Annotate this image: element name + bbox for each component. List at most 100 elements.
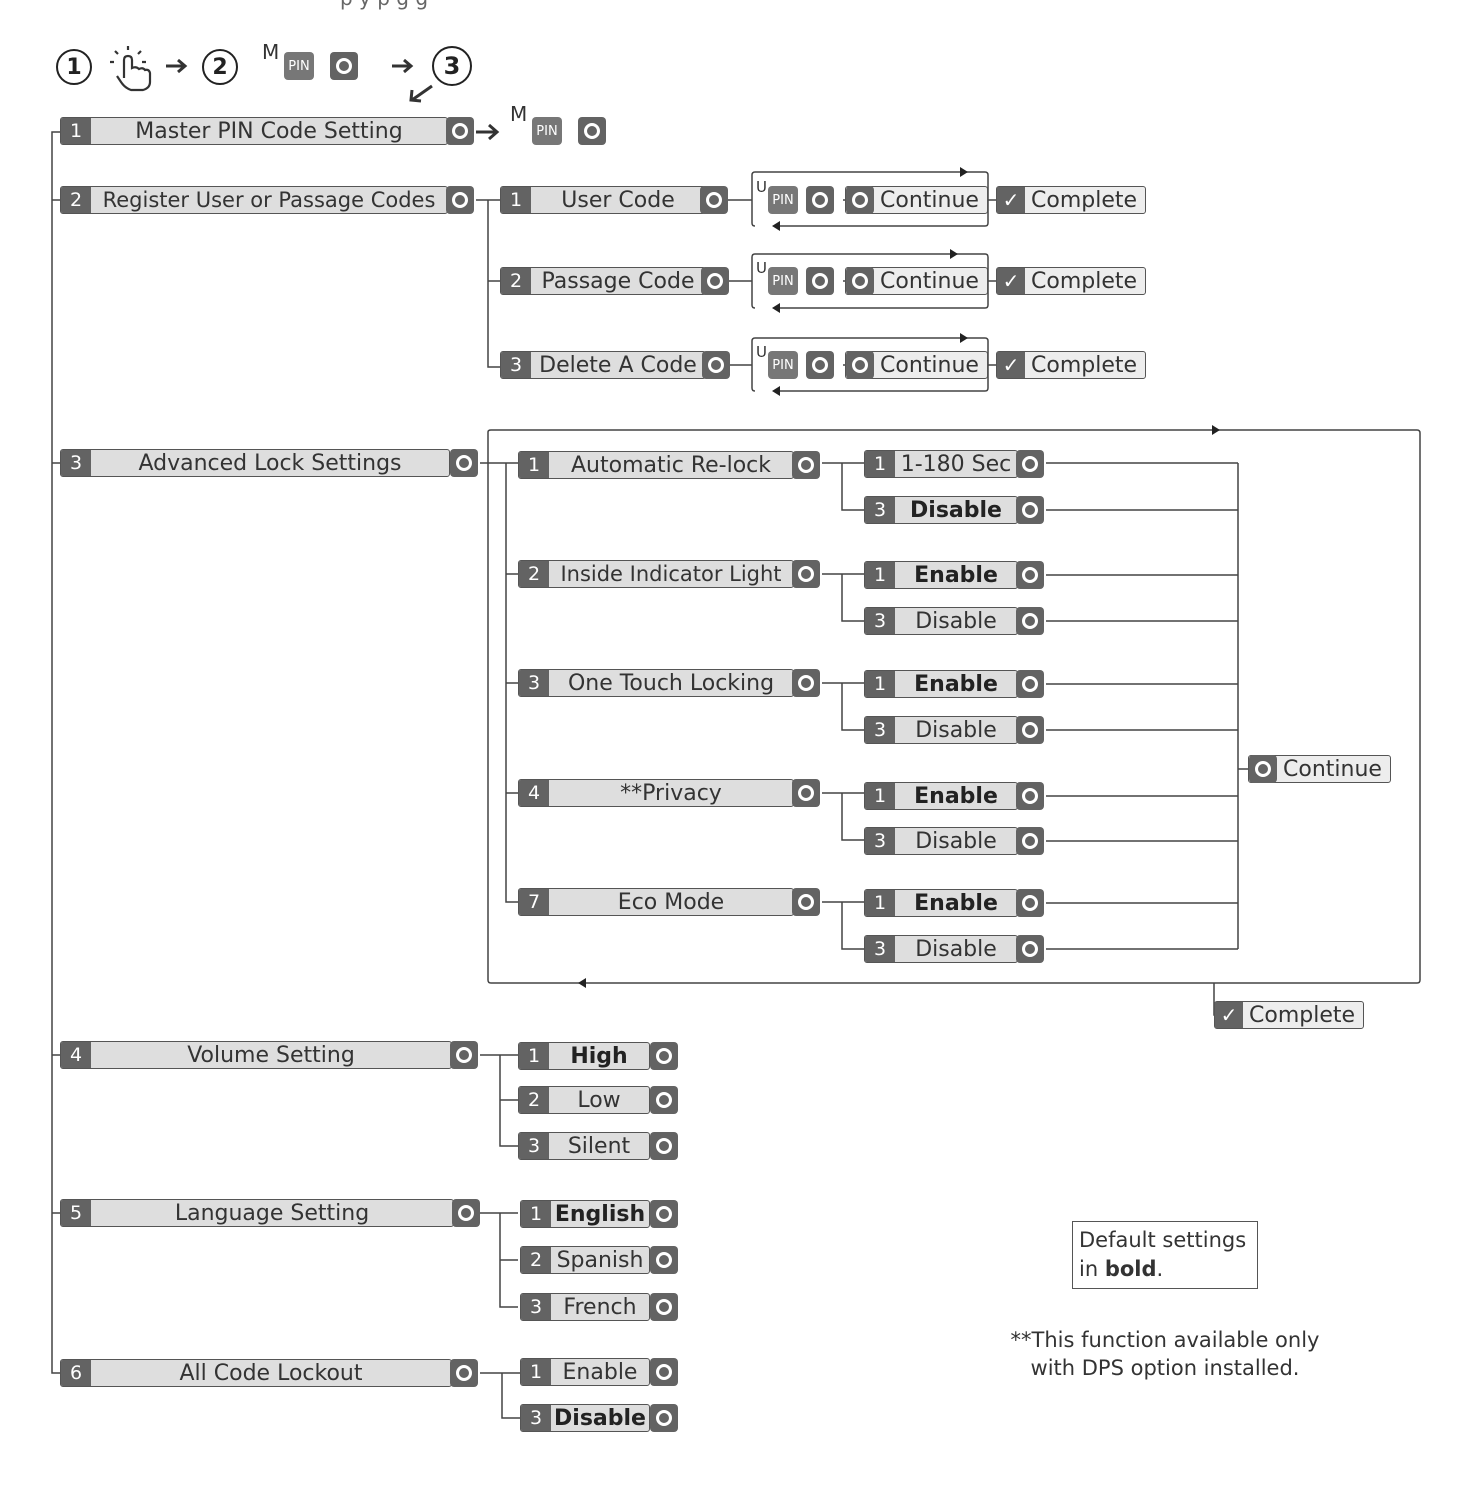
advanced-privacy[interactable]: 4**Privacy <box>518 779 794 807</box>
complete-button[interactable]: ✓Complete <box>996 351 1147 379</box>
gear-icon[interactable] <box>700 186 728 214</box>
menu-item-register-codes[interactable]: 2 Register User or Passage Codes <box>60 186 448 214</box>
gear-icon[interactable] <box>1016 496 1044 524</box>
gear-icon <box>806 186 834 214</box>
master-sup: M <box>262 40 280 64</box>
gear-icon[interactable] <box>650 1246 678 1274</box>
gear-icon[interactable] <box>446 186 474 214</box>
gear-icon[interactable] <box>452 1199 480 1227</box>
caption-fragment: p y p g g <box>340 0 428 10</box>
gear-icon[interactable] <box>792 888 820 916</box>
gear-icon[interactable] <box>792 669 820 697</box>
submenu-delete-code[interactable]: 3 Delete A Code <box>500 351 706 379</box>
gear-icon[interactable] <box>650 1293 678 1321</box>
gear-icon[interactable] <box>1016 670 1044 698</box>
checkmark-icon: ✓ <box>997 268 1025 294</box>
continue-button[interactable]: Continue <box>845 351 988 379</box>
continue-button[interactable]: Continue <box>845 186 988 214</box>
advanced-continue-button[interactable]: Continue <box>1248 755 1391 783</box>
step-3-circle: 3 <box>432 46 472 86</box>
gear-icon[interactable] <box>702 351 730 379</box>
gear-icon[interactable] <box>650 1132 678 1160</box>
gear-icon[interactable] <box>792 779 820 807</box>
gear-icon[interactable] <box>1016 782 1044 810</box>
pin-key-icon: PIN <box>768 267 798 295</box>
step-2-circle: 2 <box>202 49 238 85</box>
gear-icon[interactable] <box>1016 935 1044 963</box>
submenu-user-code[interactable]: 1 User Code <box>500 186 706 214</box>
step-1-circle: 1 <box>56 49 92 85</box>
menu-item-advanced-lock[interactable]: 3 Advanced Lock Settings <box>60 449 450 477</box>
gear-icon[interactable] <box>1016 450 1044 478</box>
checkmark-icon: ✓ <box>1215 1002 1243 1028</box>
gear-icon <box>846 267 874 295</box>
gear-icon[interactable] <box>650 1200 678 1228</box>
complete-button[interactable]: ✓Complete <box>996 267 1147 295</box>
gear-icon[interactable] <box>446 117 474 145</box>
gear-icon[interactable] <box>450 449 478 477</box>
gear-icon <box>330 52 358 80</box>
continue-button[interactable]: Continue <box>845 267 988 295</box>
checkmark-icon: ✓ <box>997 352 1025 378</box>
gear-icon[interactable] <box>1016 561 1044 589</box>
gear-icon[interactable] <box>1016 889 1044 917</box>
gear-icon <box>806 351 834 379</box>
user-sup: U <box>756 259 767 277</box>
gear-icon <box>578 117 606 145</box>
gear-icon[interactable] <box>650 1404 678 1432</box>
submenu-passage-code[interactable]: 2 Passage Code <box>500 267 706 295</box>
complete-button[interactable]: ✓Complete <box>996 186 1147 214</box>
menu-item-master-pin[interactable]: 1 Master PIN Code Setting <box>60 117 448 145</box>
gear-icon[interactable] <box>1016 607 1044 635</box>
master-sup: M <box>510 102 528 126</box>
gear-icon[interactable] <box>650 1042 678 1070</box>
user-sup: U <box>756 343 767 361</box>
gear-icon <box>846 351 874 379</box>
gear-icon[interactable] <box>701 267 729 295</box>
advanced-complete-button[interactable]: ✓Complete <box>1214 1001 1365 1029</box>
gear-icon <box>806 267 834 295</box>
press-hand-icon <box>110 46 152 92</box>
gear-icon[interactable] <box>450 1041 478 1069</box>
gear-icon[interactable] <box>792 451 820 479</box>
default-settings-note: Default settings in bold. <box>1072 1221 1258 1289</box>
pin-key-icon: PIN <box>768 351 798 379</box>
gear-icon[interactable] <box>650 1086 678 1114</box>
gear-icon[interactable] <box>450 1359 478 1387</box>
gear-icon <box>1249 755 1277 783</box>
gear-icon[interactable] <box>1016 716 1044 744</box>
checkmark-icon: ✓ <box>997 187 1025 213</box>
pin-key-icon: PIN <box>768 186 798 214</box>
pin-key-icon: PIN <box>532 117 562 145</box>
gear-icon[interactable] <box>792 560 820 588</box>
gear-icon[interactable] <box>650 1358 678 1386</box>
gear-icon <box>846 186 874 214</box>
gear-icon[interactable] <box>1016 827 1044 855</box>
